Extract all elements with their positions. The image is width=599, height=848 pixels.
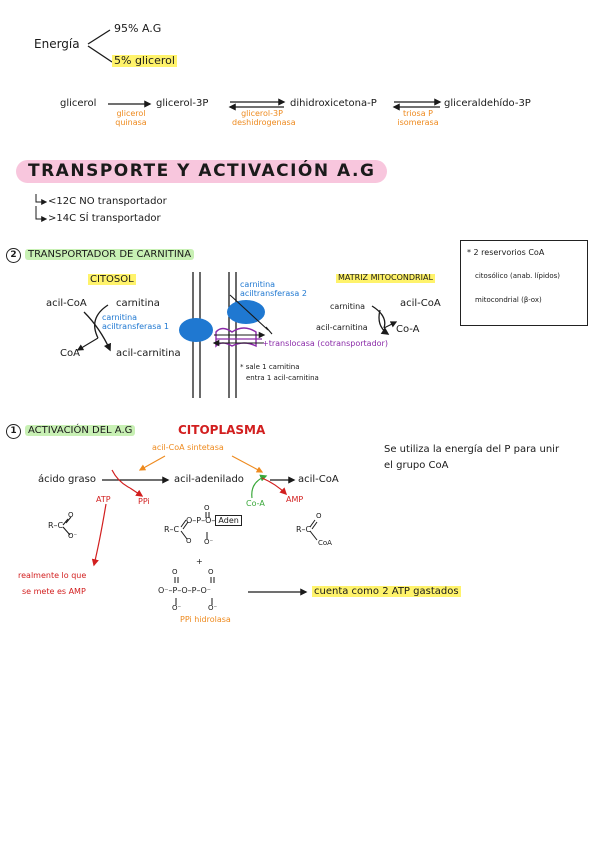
- translocase-label: +translocasa (cotransportador): [262, 339, 388, 348]
- fatty-acid: ácido graso: [38, 474, 96, 485]
- pp-o-bottom-1: O⁻: [172, 604, 182, 612]
- gap: gliceraldehído-3P: [444, 98, 531, 109]
- cat1-enzyme: [179, 318, 213, 342]
- atp-label: ATP: [96, 495, 111, 504]
- red-down-arrow: [91, 503, 107, 567]
- glycerol: glicerol: [60, 98, 97, 109]
- coa-struct-o: O: [316, 512, 322, 520]
- green-coa-curve: [251, 474, 268, 499]
- bullet-arrow-2: [35, 206, 48, 222]
- g3p-dehydrogenase: glicerol-3P deshidrogenasa: [232, 109, 296, 127]
- ad-struct-r: R–C: [164, 525, 180, 534]
- energy-split-upper: [87, 29, 111, 45]
- acylcoa-structure: [309, 519, 318, 541]
- left-acylcoa: acil-CoA: [46, 298, 87, 309]
- energy-split-lower: [87, 45, 113, 63]
- energy-glycerol: 5% glicerol: [112, 54, 177, 68]
- acyl-adenylate: acil-adenilado: [174, 474, 244, 485]
- activation-heading-text: ACTIVACIÓN DEL A.G: [25, 425, 136, 436]
- acyl-coa: acil-CoA: [298, 474, 339, 485]
- left-carnitine: carnitina: [116, 298, 160, 309]
- ppi-hydrolase: PPi hidrolasa: [180, 615, 231, 624]
- right-acylcoa: acil-CoA: [400, 298, 441, 309]
- energy-ag: 95% A.G: [114, 22, 162, 35]
- orange-enzyme-right: [231, 455, 264, 473]
- transport-title: TRANSPORTE Y ACTIVACIÓN A.G: [16, 160, 388, 183]
- carnitine-heading-num: 2: [6, 248, 21, 263]
- pyrophosphate: O⁻–P–O–P–O⁻: [158, 586, 211, 595]
- note-2: entra 1 acil-carnitina: [246, 374, 319, 382]
- left-acylcarnitine: acil-carnitina: [116, 348, 181, 359]
- box-line-2: mitocondrial (β-ox): [475, 296, 542, 304]
- red-note-2: se mete es AMP: [22, 587, 86, 596]
- box-title: * 2 reservorios CoA: [467, 248, 545, 257]
- glycerol-3p: glicerol-3P: [156, 98, 209, 109]
- fa-struct-o2: O⁻: [68, 532, 78, 540]
- cat2-enzyme: [227, 300, 265, 324]
- right-carnitine: carnitina: [330, 302, 366, 311]
- right-coa: Co-A: [396, 324, 420, 335]
- coa-struct-r: R–C: [296, 525, 312, 534]
- right-acylcarnitine: acil-carnitina: [316, 323, 368, 332]
- location-cytoplasm: CITOPLASMA: [178, 423, 266, 437]
- red-amp-curve: [261, 477, 288, 496]
- carnitine-heading-text: TRANSPORTADOR DE CARNITINA: [25, 249, 195, 260]
- ad-struct-o: O: [186, 537, 192, 545]
- activation-heading-num: 1: [6, 424, 21, 439]
- acylcoa-synthetase: acil-CoA sintetasa: [152, 443, 224, 452]
- plus-sign: +: [196, 557, 203, 566]
- ad-struct-o-bottom: O⁻: [204, 538, 214, 546]
- box-line-1: citosólico (anab. lípidos): [475, 272, 561, 280]
- red-note-1: realmente lo que: [18, 571, 87, 580]
- pp-o-top-2: O: [208, 568, 214, 576]
- fa-struct-r: R–C: [48, 521, 64, 530]
- pp-o-top-1: O: [172, 568, 178, 576]
- pp-o-bottom-2: O⁻: [208, 604, 218, 612]
- ppi-label: PPi: [138, 497, 150, 506]
- note-1: * sale 1 carnitina: [240, 363, 300, 371]
- dhap: dihidroxicetona-P: [290, 98, 377, 109]
- ad-struct-o-top: O: [204, 504, 210, 512]
- transport-bullet-2: >14C SÍ transportador: [48, 213, 161, 224]
- atp-red-curve: [111, 469, 131, 489]
- coa-label: Co-A: [246, 499, 265, 508]
- triose-isomerase: triosa P isomerasa: [397, 109, 439, 127]
- atp-cost: cuenta como 2 ATP gastados: [312, 586, 461, 597]
- matrix-label: MATRIZ MITOCONDRIAL: [336, 273, 435, 283]
- pyrophosphate-structure: [174, 577, 215, 605]
- energy-label: Energía: [34, 37, 80, 51]
- cat2-label: carnitina aciltransferasa 2: [240, 280, 307, 298]
- cat1-label: carnitina aciltransferasa 1: [102, 313, 169, 331]
- glycerol-kinase: glicerol quinasa: [115, 109, 147, 127]
- fa-struct-o1: O: [68, 511, 74, 519]
- bullet-arrow-1: [35, 194, 48, 205]
- ad-struct-chain: O–P–O–Aden: [186, 515, 242, 526]
- cytosol-label: CITOSOL: [88, 274, 136, 285]
- transport-bullet-1: <12C NO transportador: [48, 196, 167, 207]
- left-coa: CoA: [60, 348, 80, 359]
- energy-note: Se utiliza la energía del P para unir el…: [384, 444, 560, 471]
- aden-box: Aden: [215, 515, 242, 526]
- orange-enzyme-left: [138, 455, 166, 471]
- activation-heading: 1 ACTIVACIÓN DEL A.G: [6, 424, 136, 439]
- adenylate-structure: [180, 512, 210, 540]
- fatty-acid-structure: [62, 516, 72, 536]
- carnitine-heading: 2 TRANSPORTADOR DE CARNITINA: [6, 248, 195, 263]
- coa-reservoirs-box: * 2 reservorios CoA citosólico (anab. lí…: [460, 240, 588, 326]
- coa-struct-coa: CoA: [318, 539, 332, 547]
- left-curve-bottom: [83, 311, 111, 352]
- left-curve-top: [94, 304, 109, 339]
- amp-label: AMP: [286, 495, 304, 504]
